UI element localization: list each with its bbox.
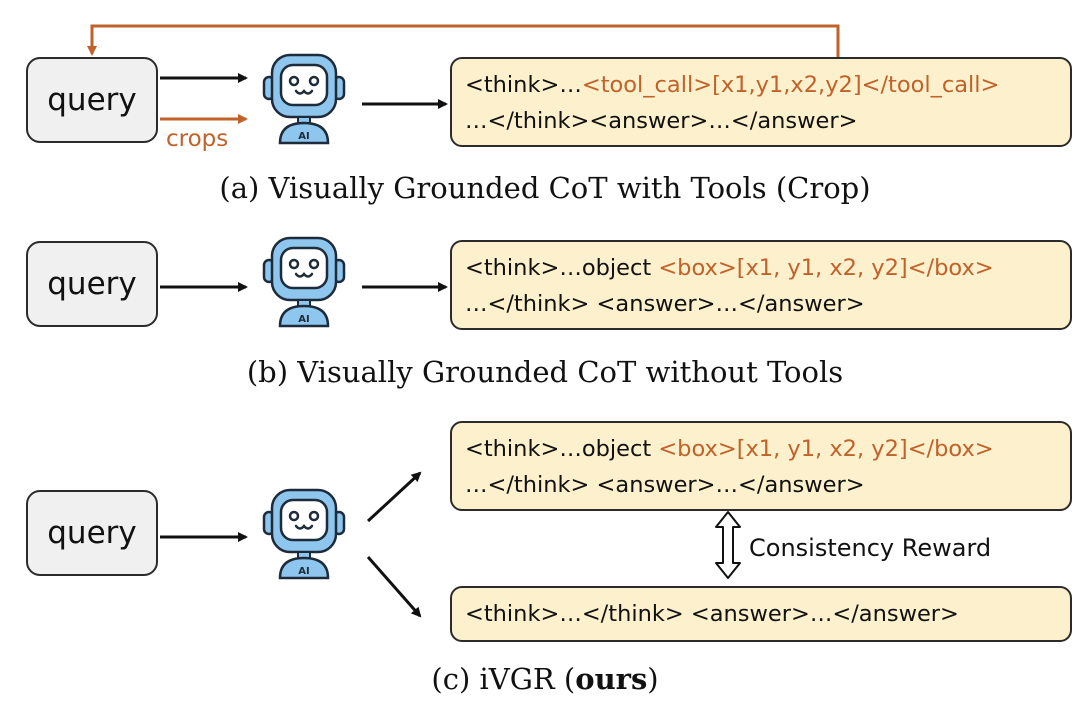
- feedback-loop-arrow: [87, 24, 840, 57]
- box-token-b: <box>[x1, y1, x2, y2]</box>: [658, 255, 994, 281]
- query-box-c: query: [26, 490, 158, 576]
- query-box-a: query: [26, 57, 158, 143]
- caption-c-suffix: ): [647, 662, 659, 696]
- crops-label: crops: [166, 126, 229, 152]
- output-box-c-bottom: <think>…</think> <answer>…</answer>: [450, 586, 1072, 642]
- robot-badge-b: AI: [298, 314, 309, 325]
- caption-c-prefix: (c) iVGR (: [431, 662, 576, 696]
- robot-badge-c: AI: [298, 566, 309, 577]
- arrow-model-to-top-output-c: [366, 471, 422, 523]
- consistency-reward-label: Consistency Reward: [749, 534, 992, 562]
- robot-icon-a: AI: [262, 53, 346, 145]
- query-label-a: query: [47, 82, 137, 118]
- output-line1-b: <think>…object <box>[x1, y1, x2, y2]</bo…: [465, 250, 1060, 286]
- output-box-a: <think>…<tool_call>[x1,y1,x2,y2]</tool_c…: [450, 57, 1072, 147]
- consistency-double-arrow: [715, 511, 741, 579]
- caption-a: (a) Visually Grounded CoT with Tools (Cr…: [219, 171, 871, 205]
- output-line2-a: …</think><answer>…</answer>: [465, 108, 858, 134]
- output-line-c-bottom: <think>…</think> <answer>…</answer>: [465, 601, 959, 627]
- query-label-c: query: [47, 515, 137, 551]
- box-token-c: <box>[x1, y1, x2, y2]</box>: [658, 436, 994, 462]
- arrow-model-to-bottom-output-c: [366, 556, 422, 618]
- output-box-c-top: <think>…object <box>[x1, y1, x2, y2]</bo…: [450, 421, 1072, 511]
- output-line1-c-top: <think>…object <box>[x1, y1, x2, y2]</bo…: [465, 431, 1060, 467]
- caption-c-bold: ours: [575, 662, 648, 696]
- output-line2-c-top: …</think> <answer>…</answer>: [465, 472, 865, 498]
- tool-call-token: <tool_call>[x1,y1,x2,y2]</tool_call>: [581, 72, 1000, 98]
- query-label-b: query: [47, 266, 137, 302]
- output-line1-plain-b: <think>…object: [465, 255, 659, 281]
- robot-badge-a: AI: [298, 131, 309, 142]
- robot-icon-b: AI: [262, 236, 346, 328]
- caption-c: (c) iVGR (ours): [0, 662, 1090, 696]
- query-box-b: query: [26, 241, 158, 327]
- caption-b: (b) Visually Grounded CoT without Tools: [246, 355, 844, 389]
- output-box-b: <think>…object <box>[x1, y1, x2, y2]</bo…: [450, 240, 1072, 330]
- output-line1-a: <think>…<tool_call>[x1,y1,x2,y2]</tool_c…: [465, 67, 1060, 103]
- output-line1-plain-a: <think>…: [465, 72, 582, 98]
- output-line1-plain-c: <think>…object: [465, 436, 659, 462]
- robot-icon-c: AI: [262, 488, 346, 580]
- output-line2-b: …</think> <answer>…</answer>: [465, 291, 865, 317]
